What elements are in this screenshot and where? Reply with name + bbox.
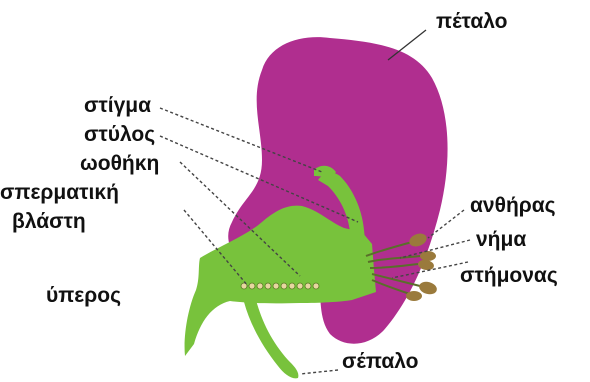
anther <box>420 251 436 261</box>
label-petal: πέταλο <box>436 10 508 33</box>
label-style: στύλος <box>84 123 155 146</box>
label-pistil: ύπερος <box>46 284 121 307</box>
label-ovary: ωοθήκη <box>80 152 159 175</box>
label-ovule-line2: βλάστη <box>12 210 86 233</box>
anther <box>406 291 422 301</box>
label-stamen: στήμονας <box>460 264 558 287</box>
label-filament: νήμα <box>476 228 526 251</box>
label-sepal: σέπαλο <box>342 350 419 373</box>
leader-sepal <box>300 370 338 374</box>
label-ovule-line1: σπερματική <box>0 181 119 204</box>
label-stigma: στίγμα <box>84 94 151 117</box>
sepal-shape <box>244 300 298 378</box>
label-anther: ανθήρας <box>470 194 556 217</box>
